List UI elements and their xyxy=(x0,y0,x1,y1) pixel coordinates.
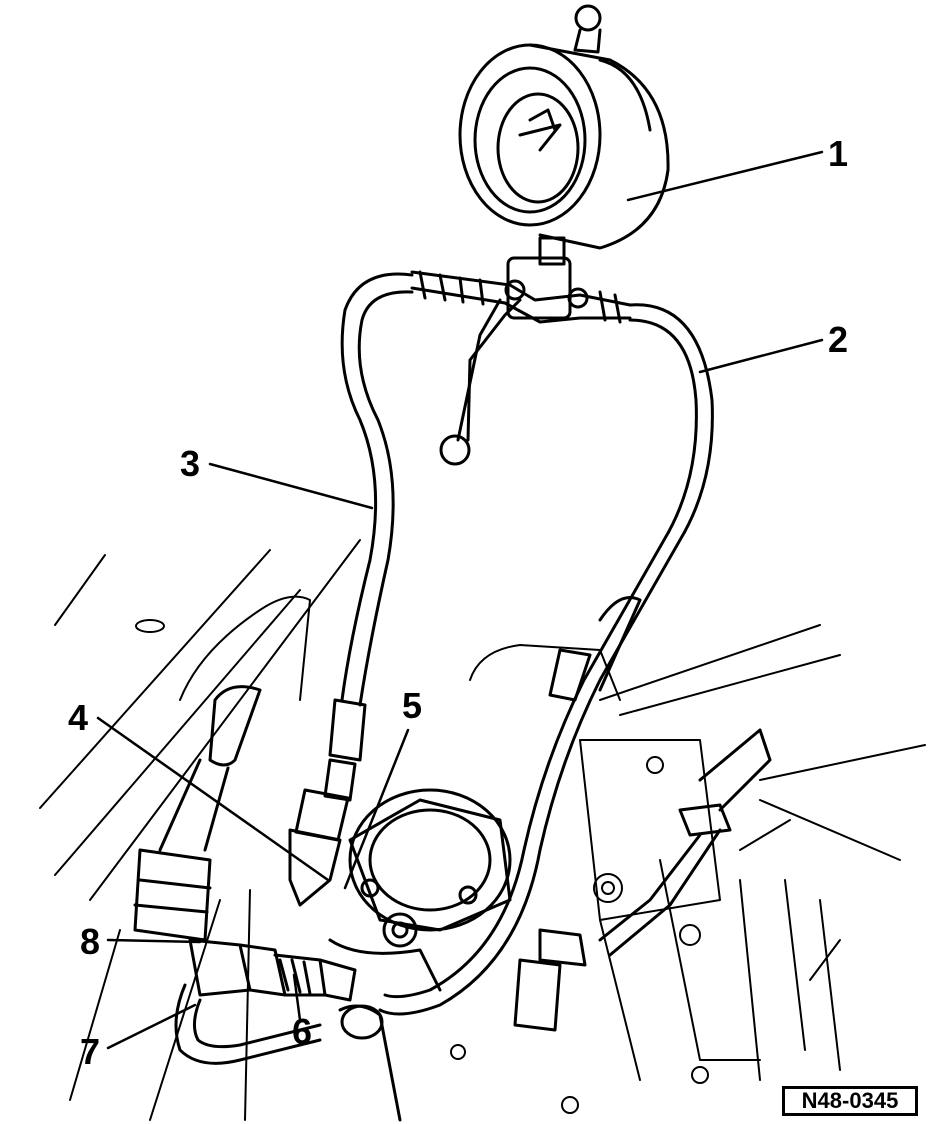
gauge-manifold xyxy=(410,256,632,466)
callout-2: 2 xyxy=(828,319,849,360)
reference-code-label: N48-0345 xyxy=(782,1086,918,1116)
callout-leaders xyxy=(96,150,824,1050)
engine-bay-background xyxy=(39,539,926,1121)
callout-4: 4 xyxy=(68,697,89,738)
callout-6: 6 xyxy=(292,1011,313,1052)
callout-8: 8 xyxy=(80,921,101,962)
callout-1: 1 xyxy=(828,133,849,174)
hose-3 xyxy=(288,272,414,907)
refrigerant-lines xyxy=(133,685,772,1065)
callout-5: 5 xyxy=(402,685,423,726)
compressor xyxy=(328,788,512,1122)
hose-2 xyxy=(378,303,714,1016)
callout-3: 3 xyxy=(180,443,201,484)
pressure-gauge xyxy=(458,4,670,266)
callout-7: 7 xyxy=(80,1031,101,1072)
